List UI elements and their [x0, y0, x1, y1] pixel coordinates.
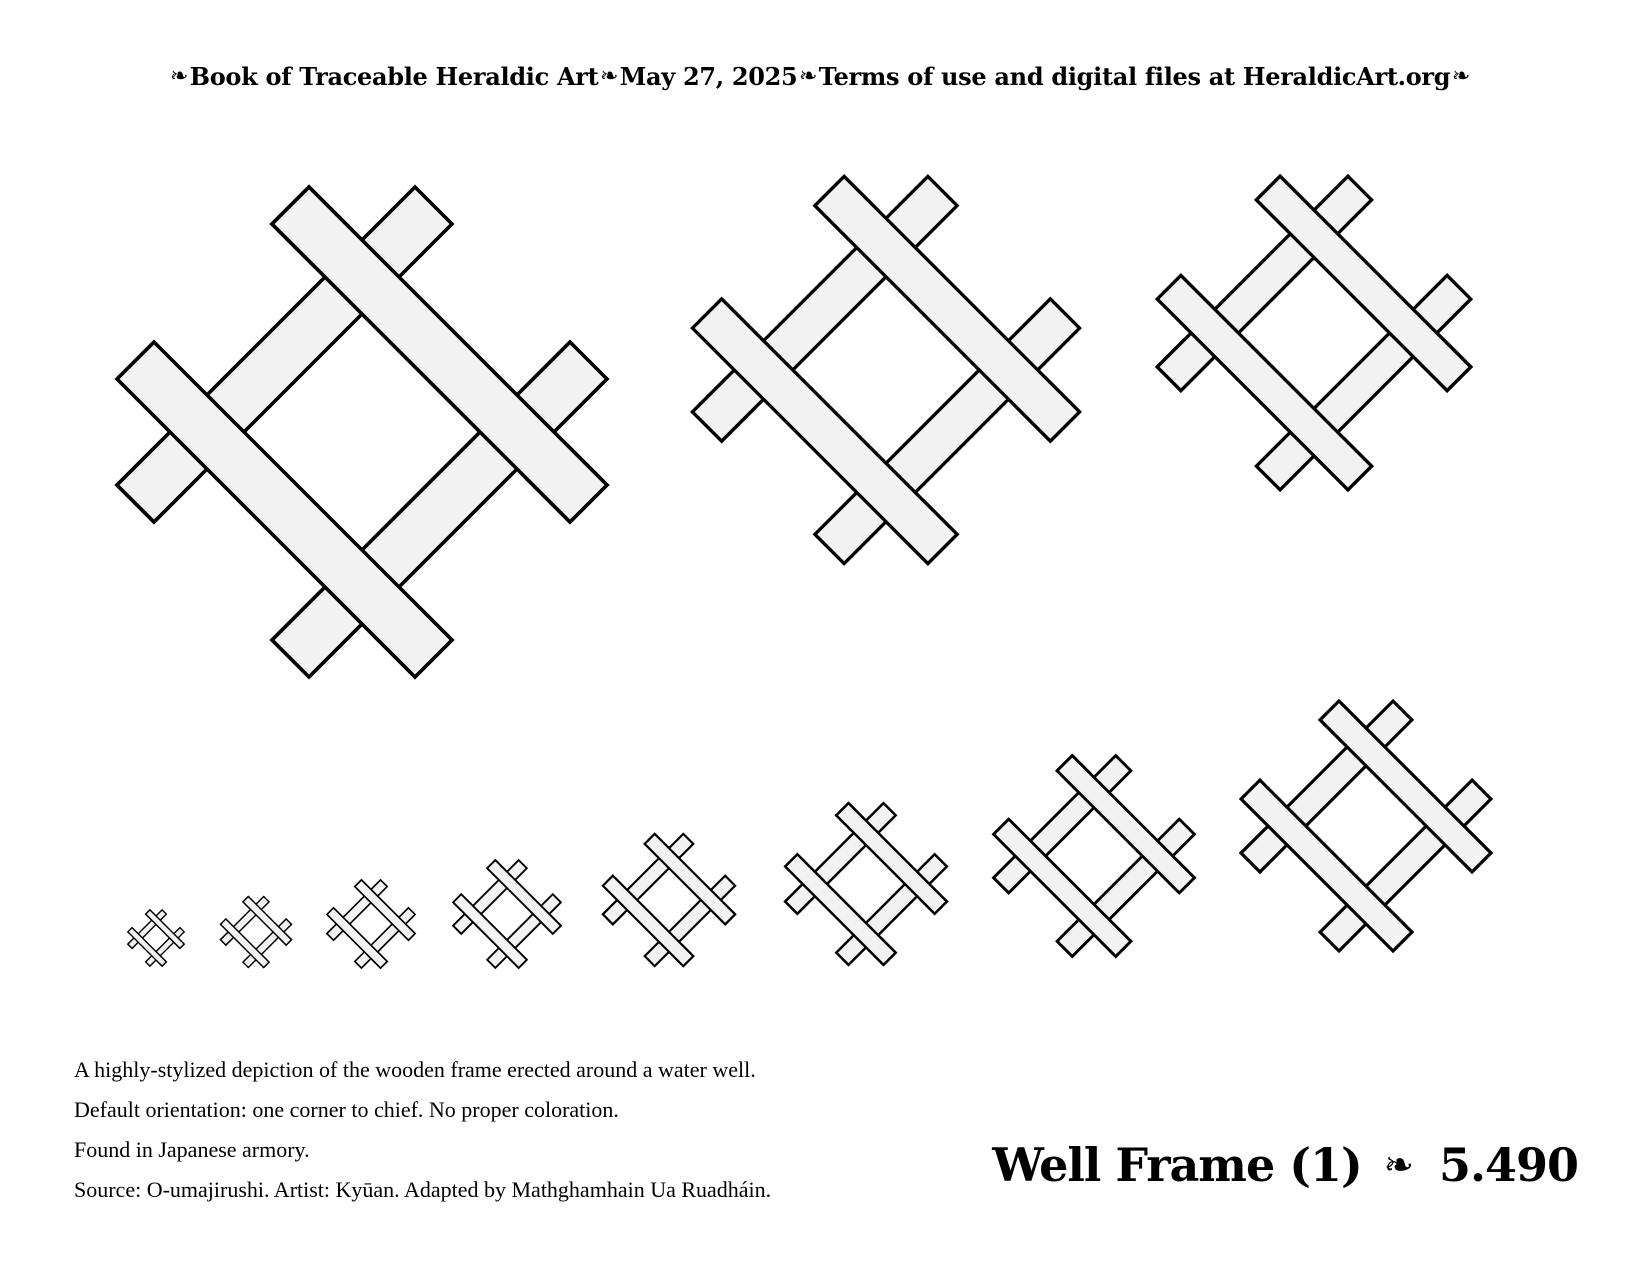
well-frame-medium-1: [692, 176, 1080, 564]
fleuron-ornament: ❧: [799, 63, 818, 89]
well-frame-size-3: [326, 879, 416, 969]
publication-date: May 27, 2025: [619, 61, 798, 91]
terms-notice: Terms of use and digital files at Herald…: [818, 61, 1451, 91]
plate-title: Well Frame (1) ❧ 5.490: [992, 1138, 1579, 1192]
description-line: A highly-stylized depiction of the woode…: [74, 1057, 756, 1082]
fleuron-ornament: ❧: [1383, 1144, 1414, 1186]
description-line: Found in Japanese armory.: [74, 1137, 310, 1162]
well-frame-size-6: [784, 802, 948, 966]
well-frame-size-7: [993, 755, 1195, 957]
book-title: Book of Traceable Heraldic Art: [189, 61, 599, 91]
fleuron-ornament: ❧: [600, 63, 619, 89]
page-header: ❧ Book of Traceable Heraldic Art ❧ May 2…: [170, 56, 1470, 96]
description-line: Source: O-umajirushi. Artist: Kyūan. Ada…: [74, 1177, 772, 1202]
description-line: Default orientation: one corner to chief…: [74, 1097, 619, 1122]
well-frame-size-5: [602, 833, 736, 967]
well-frame-size-2: [220, 896, 292, 968]
fleuron-ornament: ❧: [170, 63, 189, 89]
charge-name: Well Frame (1): [992, 1138, 1363, 1192]
well-frame-size-8: [1240, 700, 1492, 952]
fleuron-ornament: ❧: [1451, 63, 1470, 89]
well-frame-size-4: [452, 859, 562, 969]
well-frame-medium-2: [1156, 175, 1472, 491]
well-frame-size-1: [127, 909, 185, 967]
plate-number: 5.490: [1438, 1138, 1579, 1192]
description-block: A highly-stylized depiction of the woode…: [74, 1050, 771, 1210]
well-frame-large: [116, 186, 608, 678]
